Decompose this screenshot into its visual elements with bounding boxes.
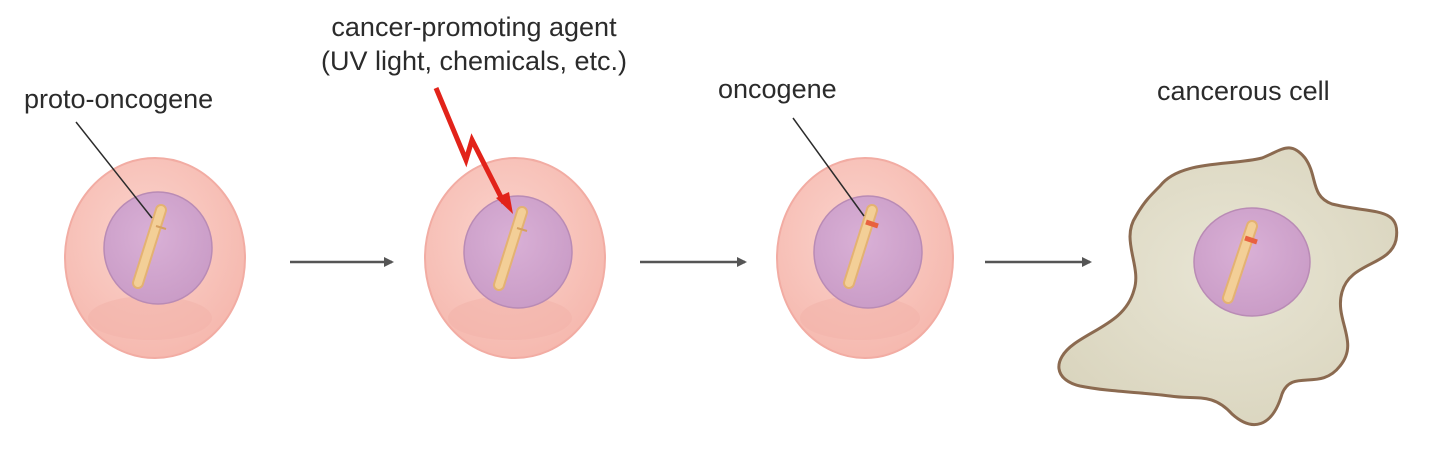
cancerous-cell-label: cancerous cell: [1157, 76, 1330, 106]
nucleus: [103, 191, 213, 305]
agent-label-line-2: (UV light, chemicals, etc.): [320, 46, 628, 76]
mutation-mark: [1244, 235, 1258, 245]
cell-shadow: [448, 296, 572, 340]
oncogene-label: oncogene: [718, 74, 837, 104]
cell-normal: [64, 121, 246, 359]
cell-cancerous: [1057, 146, 1399, 427]
proto-oncogene-pointer: [75, 121, 153, 219]
chromosome: [132, 204, 167, 289]
cell-exposed: [424, 87, 606, 359]
nucleus: [1193, 207, 1311, 317]
chromosome: [493, 206, 528, 291]
nucleus: [463, 195, 573, 309]
cell-shadow: [800, 296, 920, 340]
cell-mutated: [776, 117, 954, 359]
chromosome: [843, 204, 879, 289]
cancer-promoting-agent-label: cancer-promoting agent (UV light, chemic…: [294, 10, 654, 78]
oncogene-pointer: [792, 117, 865, 217]
lightning-bolt-icon: [433, 87, 513, 214]
proto-oncogene-label: proto-oncogene: [24, 84, 214, 114]
mutation-mark: [865, 219, 879, 229]
nucleus: [813, 195, 923, 309]
cell-shadow: [88, 296, 212, 340]
agent-label-line-1: cancer-promoting agent: [331, 12, 617, 42]
chromosome: [1222, 220, 1258, 304]
